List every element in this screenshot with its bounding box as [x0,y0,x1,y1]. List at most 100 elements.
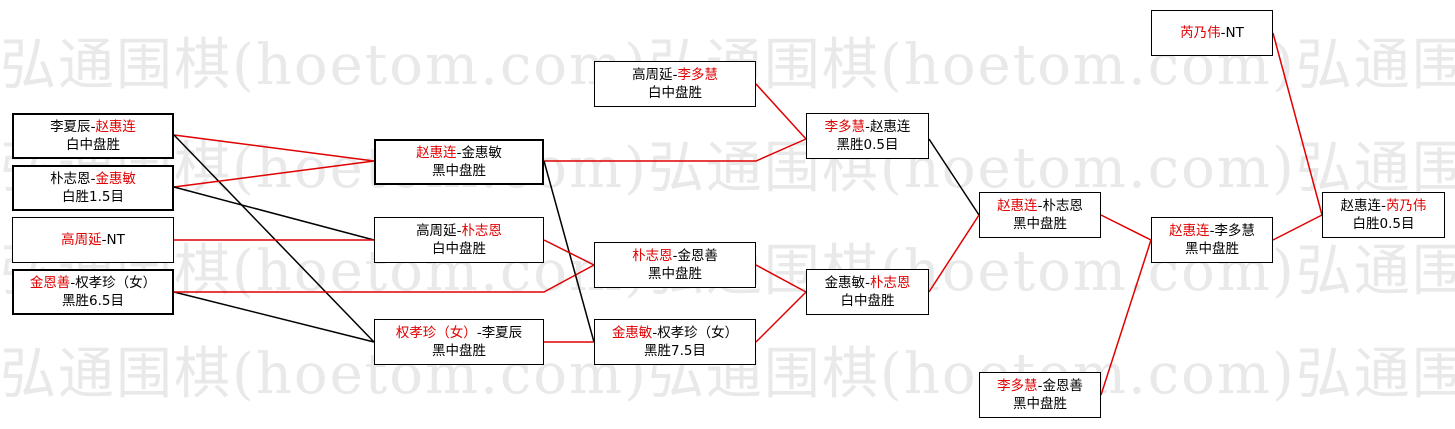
match-r3-2: 金惠敏-权孝珍（女）黑胜7.5目 [594,319,756,365]
match-players: 李多慧-赵惠连 [807,118,928,136]
line-r1-1-to-r2-3 [173,134,375,343]
player-one: 朴志恩 [632,248,673,264]
match-r1-2: 朴志恩-金惠敏白胜1.5目 [12,165,174,211]
player-one: 朴志恩 [50,171,91,187]
match-result: 白中盘胜 [840,293,895,309]
line-r1-2-to-r2-1 [173,160,375,188]
player-one: 赵惠连 [416,145,457,161]
match-result: 黑胜0.5目 [836,137,899,153]
match-players: 赵惠连-李多慧 [1152,222,1272,240]
line-r6-1-to-r7-1 [1272,214,1323,241]
match-r3-0: 高周延-李多慧白中盘胜 [594,61,756,107]
player-two: NT [1225,25,1244,41]
match-players: 权孝珍（女）-李夏辰 [375,324,543,342]
player-separator: - [672,67,678,83]
player-separator: - [456,223,462,239]
line-r2-1-to-r3-2 [543,160,595,343]
match-players: 高周延-李多慧 [595,66,755,84]
match-r7-1: 赵惠连-芮乃伟白胜0.5目 [1322,192,1445,238]
player-two: 朴志恩 [461,223,502,239]
player-separator: - [1037,378,1043,394]
match-result: 黑中盘胜 [1185,241,1239,257]
player-separator: - [865,119,870,135]
player-one: 赵惠连 [1340,198,1382,214]
line-r4-1-to-r5-1 [928,138,980,216]
player-two: 赵惠连 [869,119,911,135]
match-r1-1: 李夏辰-赵惠连白中盘胜 [12,113,174,159]
player-two: 赵惠连 [95,119,136,135]
player-one: 高周延 [416,223,457,239]
match-result: 白胜1.5目 [62,189,124,205]
line-r5-1-to-r6-1 [1100,214,1152,241]
line-r3-2-to-r4-2 [755,291,807,343]
match-result: 白中盘胜 [66,137,120,153]
player-separator: - [90,119,96,135]
player-one: 赵惠连 [1169,223,1210,239]
match-r5-1: 赵惠连-朴志恩黑中盘胜 [979,192,1101,238]
match-players: 赵惠连-芮乃伟 [1323,197,1444,215]
match-result: 黑中盘胜 [648,266,702,282]
player-one: 金惠敏 [824,275,866,291]
match-result: 黑中盘胜 [1013,216,1067,232]
player-separator: - [1209,223,1215,239]
line-r1-2-to-r2-2 [173,186,375,241]
line-r5-2-to-r6-1 [1100,239,1152,396]
player-one: 李夏辰 [50,119,91,135]
player-separator: - [70,275,76,291]
player-separator: - [865,275,870,291]
match-r5-2: 李多慧-金恩善黑中盘胜 [979,372,1101,418]
player-separator: - [672,248,678,264]
match-r2-1: 赵惠连-金惠敏黑中盘胜 [374,139,544,185]
match-result: 黑胜6.5目 [62,293,124,309]
player-two: 李多慧 [677,67,718,83]
player-two: 朴志恩 [869,275,911,291]
match-players: 赵惠连-朴志恩 [980,197,1100,215]
match-result: 白胜0.5目 [1352,216,1415,232]
line-r4-2-to-r5-1 [928,214,980,293]
player-separator: - [101,232,107,248]
match-result: 黑中盘胜 [432,343,486,359]
match-players: 高周延-朴志恩 [375,222,543,240]
player-separator: - [1037,198,1043,214]
player-one: 高周延 [61,232,102,248]
match-r6-1: 赵惠连-李多慧黑中盘胜 [1151,217,1273,263]
match-players: 高周延-NT [13,231,173,249]
match-r1-4: 金恩善-权孝珍（女） 黑胜6.5目 [12,269,174,315]
match-r2-3: 权孝珍（女）-李夏辰黑中盘胜 [374,319,544,365]
player-two: NT [106,232,125,248]
player-separator: - [1381,198,1386,214]
line-r1-4-to-r2-3 [173,291,375,343]
match-result: 黑中盘胜 [1013,396,1067,412]
player-two: 朴志恩 [1042,198,1083,214]
match-r3-1: 朴志恩-金恩善黑中盘胜 [594,242,756,288]
player-two: 权孝珍（女） [657,325,739,341]
player-one: 李多慧 [824,119,866,135]
player-two: 金惠敏 [95,171,136,187]
player-separator: - [476,325,482,341]
line-r1-1-to-r2-1 [173,134,375,162]
player-two: 金恩善 [677,248,718,264]
match-players: 李夏辰-赵惠连 [14,118,172,136]
line-r1-4-to-r3-1 [174,264,595,293]
player-one: 芮乃伟 [1180,25,1221,41]
player-two: 金恩善 [1042,378,1083,394]
line-r3-0-to-r4-1 [755,83,807,140]
player-one: 高周延 [632,67,673,83]
match-players: 赵惠连-金惠敏 [376,144,542,162]
match-r4-1: 李多慧-赵惠连黑胜0.5目 [806,113,929,159]
player-two: 金惠敏 [461,145,502,161]
player-one: 权孝珍（女） [395,325,477,341]
match-result: 黑中盘胜 [432,163,486,179]
player-two: 芮乃伟 [1385,198,1427,214]
player-one: 李多慧 [997,378,1038,394]
match-result: 白中盘胜 [648,85,702,101]
match-players: 朴志恩-金恩善 [595,247,755,265]
player-one: 金恩善 [29,275,71,291]
player-two: 权孝珍（女） [75,275,157,291]
match-players: 金惠敏-权孝珍（女） [595,324,755,342]
line-r3-1-to-r4-2 [755,264,807,293]
match-players: 芮乃伟-NT [1152,24,1272,42]
player-one: 赵惠连 [997,198,1038,214]
player-separator: - [456,145,462,161]
